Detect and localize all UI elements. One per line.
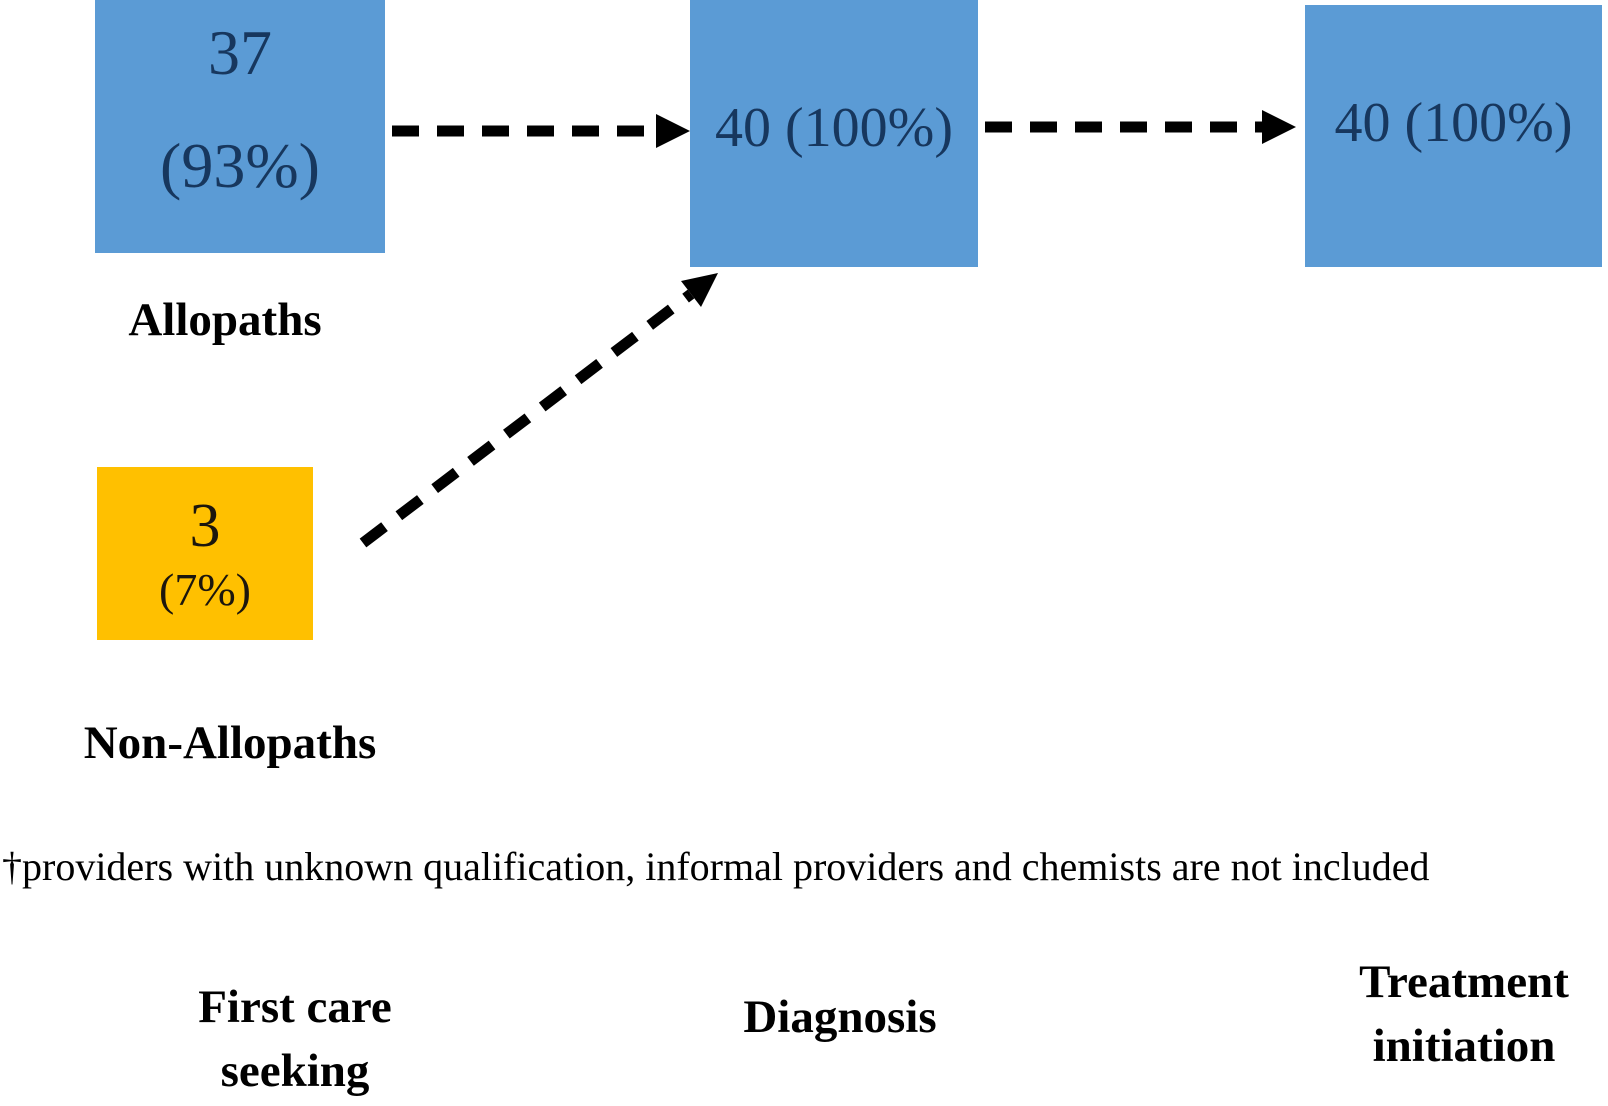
arrowhead-diagonal-icon	[681, 273, 718, 307]
diagnosis-count: 40 (100%)	[715, 97, 953, 159]
dashed-arrow-diagnosis-to-treatment	[985, 110, 1296, 144]
dashed-arrow-non-allopaths-to-diagnosis	[359, 273, 718, 548]
non-allopaths-percent: (7%)	[159, 563, 251, 615]
stage-label-treatment-initiation: Treatment initiation	[1359, 956, 1569, 1072]
allopaths-node: 37 (93%)	[95, 0, 385, 253]
arrowhead-right-icon	[656, 114, 690, 148]
stage-label-diagnosis: Diagnosis	[743, 991, 937, 1043]
dashed-arrow-allopaths-to-diagnosis	[392, 114, 690, 148]
treatment-initiation-count: 40 (100%)	[1334, 92, 1573, 154]
stage-label-first-care-seeking: First care seeking	[198, 981, 392, 1097]
non-allopaths-node: 3 (7%)	[97, 467, 313, 640]
allopaths-percent: (93%)	[160, 130, 320, 201]
non-allopaths-count: 3	[189, 491, 221, 560]
non-allopaths-label: Non-Allopaths	[83, 717, 377, 769]
allopaths-label: Allopaths	[128, 294, 322, 346]
diagnosis-node: 40 (100%)	[690, 0, 978, 267]
allopaths-count: 37	[208, 17, 272, 88]
footnote: †providers with unknown qualification, i…	[2, 844, 1430, 889]
treatment-initiation-node: 40 (100%)	[1305, 5, 1602, 267]
arrowhead-right-icon	[1262, 110, 1296, 144]
